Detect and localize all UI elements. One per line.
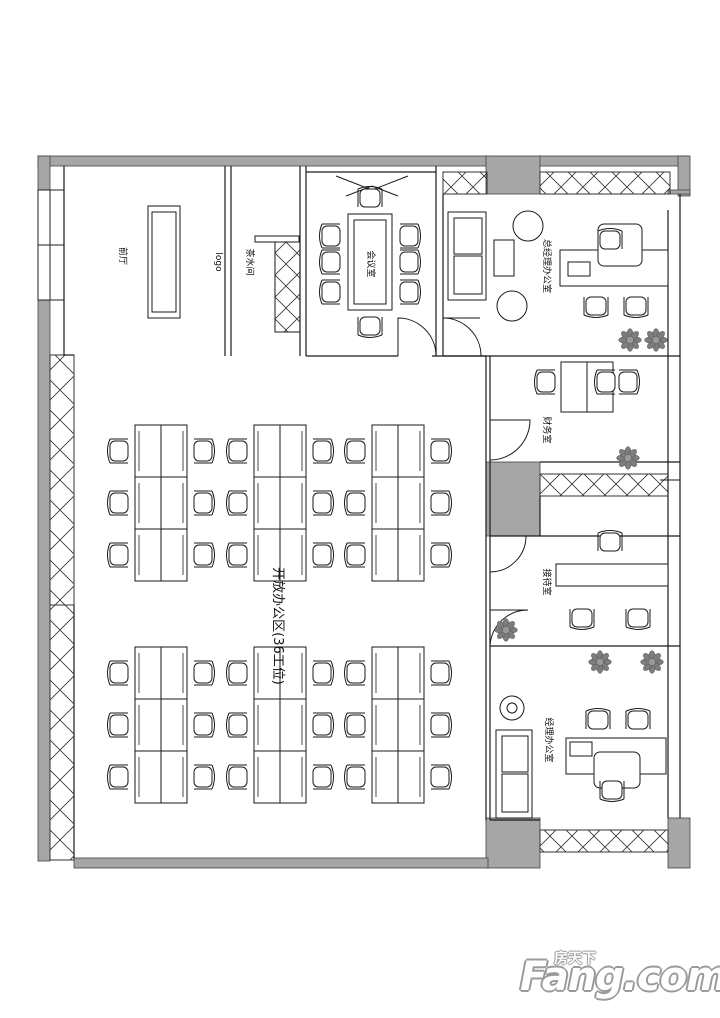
chair bbox=[312, 764, 334, 790]
plant-icon bbox=[494, 618, 518, 642]
chair bbox=[319, 249, 341, 275]
chair bbox=[107, 764, 129, 790]
left-glass-wall bbox=[49, 354, 75, 861]
chair bbox=[344, 490, 366, 516]
reception-furniture bbox=[555, 563, 669, 587]
lobby-sofa bbox=[147, 205, 181, 319]
chair bbox=[344, 542, 366, 568]
chair bbox=[399, 223, 421, 249]
watermark-brand: Fang.com bbox=[520, 954, 720, 1000]
plant-icon bbox=[618, 328, 642, 352]
entrance-door bbox=[37, 189, 65, 301]
chair bbox=[312, 712, 334, 738]
chair bbox=[107, 490, 129, 516]
plant-icon bbox=[588, 650, 612, 674]
chair bbox=[193, 764, 215, 790]
chair bbox=[226, 660, 248, 686]
chair bbox=[193, 542, 215, 568]
chair bbox=[625, 608, 651, 630]
chair bbox=[193, 490, 215, 516]
room-label-lobby: 前厅 bbox=[117, 247, 129, 265]
chair bbox=[226, 542, 248, 568]
chair bbox=[399, 249, 421, 275]
chair bbox=[107, 712, 129, 738]
room-label-finance: 财务室 bbox=[541, 416, 553, 443]
chair bbox=[319, 223, 341, 249]
doors bbox=[397, 317, 680, 647]
chair bbox=[226, 490, 248, 516]
room-labels: 前厅 logo 茶水间 会议室 总经理办公室 财务室 接待室 经理办公室 开放办… bbox=[117, 239, 555, 763]
chair bbox=[312, 490, 334, 516]
chair bbox=[226, 764, 248, 790]
chair bbox=[193, 660, 215, 686]
chair bbox=[623, 296, 649, 318]
watermark-cn: 房天下 bbox=[554, 951, 596, 967]
chair bbox=[312, 660, 334, 686]
meeting-room bbox=[335, 175, 409, 311]
chair bbox=[344, 764, 366, 790]
room-label-meeting: 会议室 bbox=[365, 250, 377, 277]
chair bbox=[193, 712, 215, 738]
chair bbox=[583, 296, 609, 318]
top-glass-walls bbox=[442, 171, 671, 853]
workstations bbox=[134, 424, 425, 804]
chair bbox=[585, 708, 611, 730]
chair bbox=[226, 712, 248, 738]
chair bbox=[430, 438, 452, 464]
chair bbox=[312, 438, 334, 464]
chair bbox=[399, 279, 421, 305]
chair bbox=[430, 490, 452, 516]
tea-counter bbox=[254, 235, 301, 333]
watermark: 房天下 Fang.com bbox=[520, 948, 720, 1008]
chair bbox=[430, 660, 452, 686]
interior-walls bbox=[63, 166, 681, 858]
chair bbox=[430, 712, 452, 738]
chair bbox=[344, 660, 366, 686]
chair bbox=[107, 542, 129, 568]
plants bbox=[494, 328, 668, 674]
plant-icon bbox=[616, 446, 640, 470]
room-label-reception: 接待室 bbox=[541, 568, 553, 595]
plant-icon bbox=[640, 650, 664, 674]
chair bbox=[594, 369, 616, 395]
chair bbox=[534, 369, 556, 395]
chair bbox=[226, 438, 248, 464]
chair bbox=[618, 369, 640, 395]
chair bbox=[107, 660, 129, 686]
chair bbox=[344, 712, 366, 738]
chair bbox=[597, 530, 623, 552]
chair bbox=[599, 780, 625, 802]
chair bbox=[569, 608, 595, 630]
chair bbox=[357, 316, 383, 338]
room-label-tea: 茶水间 bbox=[244, 248, 256, 275]
room-label-manager: 经理办公室 bbox=[543, 717, 555, 762]
chair bbox=[107, 438, 129, 464]
room-label-ceo: 总经理办公室 bbox=[541, 239, 553, 293]
chair bbox=[625, 708, 651, 730]
chairs bbox=[107, 186, 651, 802]
room-label-open-office: 开放办公区(36工位) bbox=[270, 567, 285, 685]
chair bbox=[597, 228, 623, 250]
plant-icon bbox=[644, 328, 668, 352]
chair bbox=[357, 186, 383, 208]
chair bbox=[430, 542, 452, 568]
chair bbox=[344, 438, 366, 464]
chair bbox=[312, 542, 334, 568]
chair bbox=[319, 279, 341, 305]
chair bbox=[430, 764, 452, 790]
chair bbox=[193, 438, 215, 464]
room-label-logo: logo bbox=[213, 252, 223, 272]
